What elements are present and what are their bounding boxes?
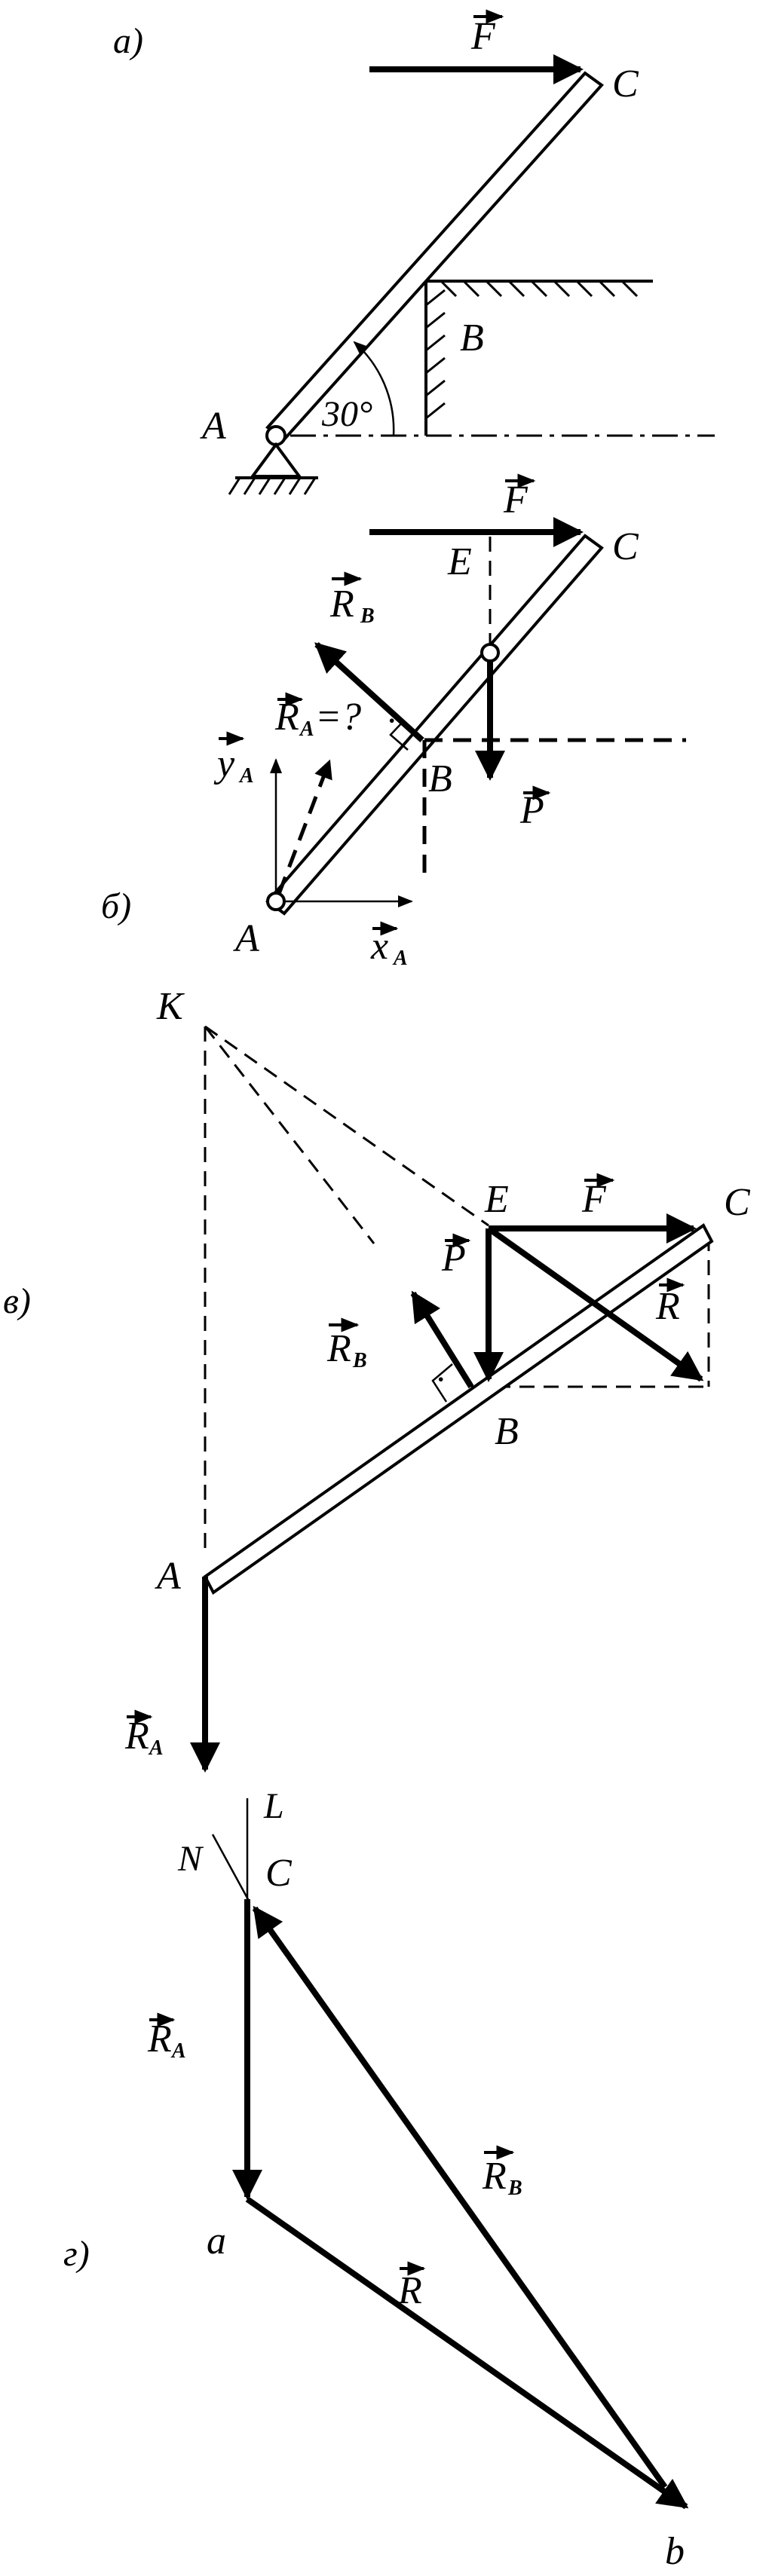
force-F-label: F [470, 15, 496, 58]
x-axis-label: x [370, 925, 388, 968]
force-RB-arrow-v [410, 1290, 474, 1389]
right-angle-mark-v [431, 1363, 453, 1403]
angle-label: 30° [321, 394, 372, 434]
force-P-label-v: P [441, 1237, 466, 1280]
panel-label-a: а) [113, 21, 143, 61]
panel-label-b: б) [101, 886, 131, 926]
force-RB-arrow-b [314, 642, 424, 742]
point-C-label-v: C [724, 1181, 751, 1224]
point-C-label-b: C [612, 525, 639, 568]
force-R-label-g: R [397, 2269, 422, 2312]
force-RB-subscript-g: B [507, 2177, 522, 2200]
support-base-hatching [228, 477, 317, 495]
force-RA-subscript-v: A [148, 1736, 164, 1760]
dashed-line-K-E [204, 1025, 489, 1227]
force-RB-label-b: R [329, 583, 354, 626]
panel-a: а) F C B [113, 9, 715, 495]
force-RA-unknown-arrow [277, 759, 332, 895]
right-angle-mark-b [389, 720, 409, 751]
line-N [211, 1834, 250, 1901]
y-axis-label: y [213, 742, 235, 785]
point-N-label: N [177, 1839, 204, 1879]
hinge-A-b [266, 892, 286, 911]
point-A-label: A [200, 405, 226, 448]
force-RA-unknown-label: R [274, 696, 299, 739]
panel-g: L N C R A a R R B b г) [63, 1786, 689, 2573]
point-b-label: b [665, 2530, 685, 2573]
force-F-label-v: F [581, 1178, 607, 1221]
force-RA-unknown-suffix: =? [315, 696, 361, 739]
right-angle-dot-v: · [436, 1360, 445, 1400]
panel-v: K E C F P R R B · B A [3, 985, 751, 1773]
point-E-label-v: E [484, 1178, 509, 1221]
force-RB-subscript-v: B [352, 1349, 367, 1372]
dashed-line-K-RB [204, 1026, 375, 1244]
point-E-label-b: E [447, 540, 472, 583]
force-R-arrow-v [486, 1225, 704, 1382]
point-B-label-b: B [428, 757, 452, 800]
right-angle-dot-b: · [387, 701, 396, 741]
beam-center-point [480, 643, 500, 662]
wall-side-hatching [425, 289, 446, 420]
panel-label-g: г) [63, 2234, 90, 2274]
pin-support-A [250, 442, 302, 478]
hinge-A [265, 425, 286, 446]
force-RB-label-v: R [326, 1327, 351, 1370]
point-K-label: K [156, 985, 185, 1028]
force-RA-subscript-g: A [170, 2039, 186, 2063]
panel-label-v: в) [3, 1281, 31, 1321]
wall-top-hatching [440, 280, 639, 298]
point-A-label-v: A [155, 1555, 181, 1598]
force-P-label-b: P [519, 789, 544, 832]
point-C-label: C [612, 63, 639, 106]
beam-AC-v [203, 1223, 714, 1595]
force-RA-label-v: R [124, 1715, 149, 1758]
force-R-label-v: R [655, 1285, 680, 1328]
force-RA-label-g: R [147, 2018, 172, 2060]
force-RB-arrow-g [252, 1905, 668, 2489]
angle-arc [353, 341, 395, 436]
force-RB-subscript-b: B [360, 604, 375, 628]
point-C-label-g: C [265, 1852, 293, 1895]
point-A-label-b: A [233, 917, 259, 960]
point-B-label-v: B [495, 1410, 519, 1453]
force-RB-label-g: R [482, 2155, 507, 2198]
force-RA-unknown-subscript: A [299, 717, 314, 741]
point-B-label: B [460, 317, 484, 359]
force-F-label-b: F [503, 479, 528, 522]
panel-b: F C E P B R B · R A =? [101, 473, 686, 970]
beam-AC [265, 71, 604, 442]
force-R-arrow-g [245, 2196, 689, 2510]
point-L-label: L [263, 1786, 284, 1826]
point-a-label: a [207, 2220, 226, 2262]
x-axis-subscript: A [392, 947, 408, 970]
y-axis-subscript: A [238, 764, 254, 788]
